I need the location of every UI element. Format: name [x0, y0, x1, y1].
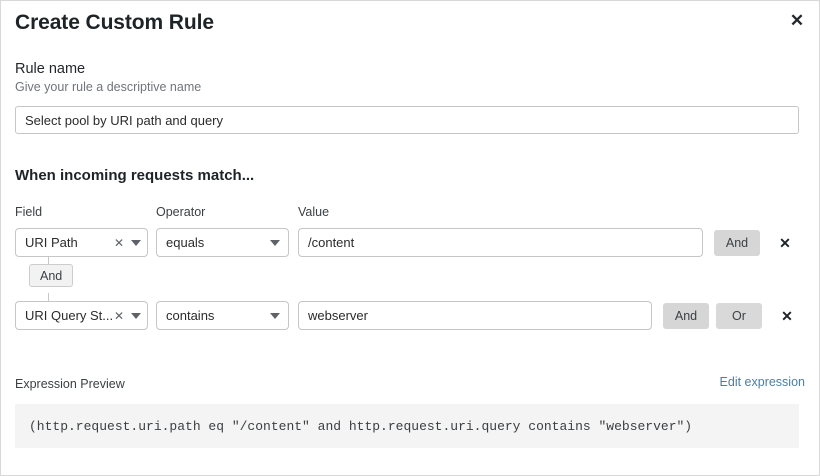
column-header-field: Field: [15, 205, 43, 219]
column-header-value: Value: [298, 205, 330, 219]
expression-preview-header: Expression Preview Edit expression: [15, 375, 805, 393]
clear-icon[interactable]: ✕: [113, 235, 124, 250]
chevron-down-icon: [270, 239, 280, 246]
connector-line-top: [48, 257, 49, 264]
delete-icon[interactable]: ✕: [778, 307, 796, 325]
rule-condition-row: URI Query St... ✕ contains And Or ✕: [15, 301, 805, 330]
or-button-2[interactable]: Or: [716, 302, 762, 329]
rule-condition-row: URI Path ✕ equals And ✕: [15, 228, 805, 257]
rule-connector: And: [15, 257, 165, 301]
operator-select-2[interactable]: contains: [156, 301, 289, 330]
chevron-down-icon: [270, 312, 280, 319]
field-select-2-label: URI Query St...: [25, 308, 114, 323]
value-input-2[interactable]: [298, 301, 652, 330]
column-header-operator: Operator: [156, 205, 206, 219]
delete-icon[interactable]: ✕: [776, 234, 794, 252]
operator-select-1[interactable]: equals: [156, 228, 289, 257]
operator-select-2-label: contains: [166, 308, 215, 323]
operator-select-1-label: equals: [166, 235, 205, 250]
expression-preview-title: Expression Preview: [15, 377, 125, 391]
chevron-down-icon: [131, 239, 141, 246]
value-input-1[interactable]: [298, 228, 703, 257]
edit-expression-link[interactable]: Edit expression: [719, 375, 805, 389]
connector-line-bottom: [48, 293, 49, 301]
and-button-1[interactable]: And: [714, 229, 760, 256]
rule-conditions-list: URI Path ✕ equals And ✕ And URI Query S: [15, 228, 805, 330]
field-select-1[interactable]: URI Path ✕: [15, 228, 148, 257]
close-icon[interactable]: ✕: [785, 8, 809, 32]
expression-preview-code: (http.request.uri.path eq "/content" and…: [15, 404, 799, 448]
field-select-1-label: URI Path: [25, 235, 78, 250]
rule-name-input[interactable]: [15, 106, 799, 134]
clear-icon[interactable]: ✕: [113, 308, 124, 323]
rule-name-hint: Give your rule a descriptive name: [15, 80, 202, 94]
match-section-heading: When incoming requests match...: [15, 167, 255, 184]
field-select-2[interactable]: URI Query St... ✕: [15, 301, 148, 330]
page-title: Create Custom Rule: [15, 11, 214, 34]
and-button-2[interactable]: And: [663, 302, 709, 329]
rule-name-label: Rule name: [15, 61, 86, 77]
chevron-down-icon: [131, 312, 141, 319]
connector-and-badge[interactable]: And: [29, 264, 74, 287]
column-headers: Field Operator Value: [15, 205, 805, 223]
rule-row-gap: And: [15, 257, 805, 301]
